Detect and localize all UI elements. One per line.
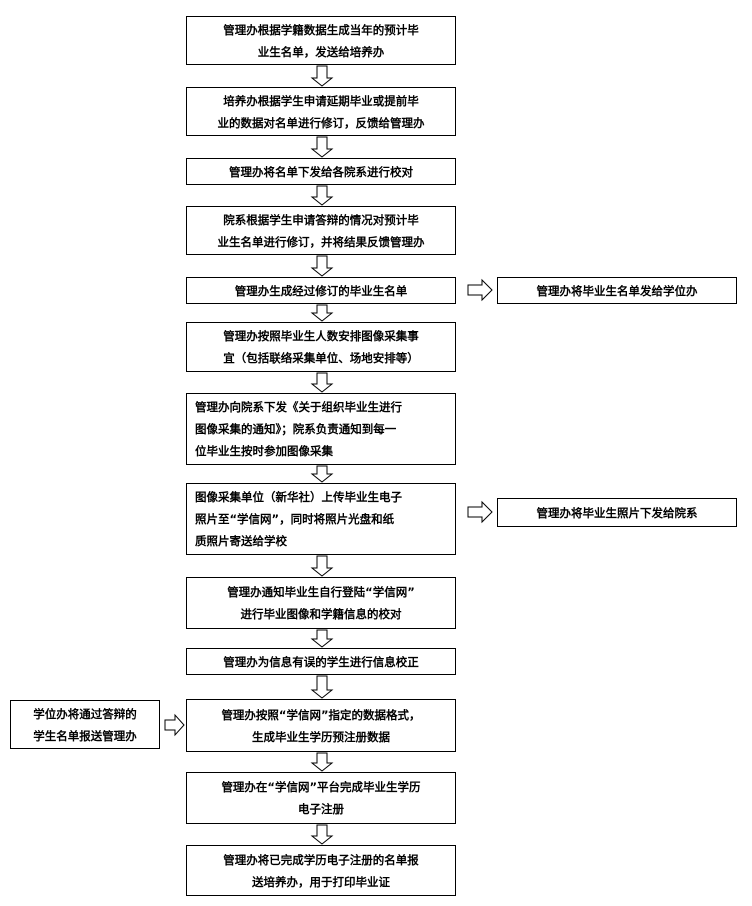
step-6-box: 管理办按照毕业生人数安排图像采集事 宜（包括联络采集单位、场地安排等）: [186, 322, 456, 372]
side-degree-list-box: 学位办将通过答辩的 学生名单报送管理办: [10, 700, 160, 749]
step-7-box: 管理办向院系下发《关于组织毕业生进行 图像采集的通知》；院系负责通知到每一 位毕…: [186, 393, 456, 465]
step-5-box: 管理办生成经过修订的毕业生名单: [186, 277, 456, 304]
step-5-text: 管理办生成经过修订的毕业生名单: [234, 283, 408, 298]
side-degree-office-text: 管理办将毕业生名单发给学位办: [536, 283, 698, 298]
step-2-text: 培养办根据学生申请延期毕业或提前毕 业的数据对名单进行修订，反馈给管理办: [217, 93, 425, 130]
side-degree-list-text: 学位办将通过答辩的 学生名单报送管理办: [33, 706, 137, 743]
step-13-box: 管理办将已完成学历电子注册的名单报 送培养办，用于打印毕业证: [186, 845, 456, 896]
step-8-box: 图像采集单位（新华社）上传毕业生电子 照片至“学信网”，同时将照片光盘和纸 质照…: [186, 483, 456, 555]
step-7-text: 管理办向院系下发《关于组织毕业生进行 图像采集的通知》；院系负责通知到每一 位毕…: [195, 400, 402, 458]
arrow-right-3: [164, 713, 185, 737]
arrow-down-12: [310, 824, 334, 845]
arrow-right-2: [467, 500, 493, 524]
arrow-down-8: [310, 555, 334, 577]
step-11-box: 管理办按照“学信网”指定的数据格式， 生成毕业生学历预注册数据: [186, 699, 456, 752]
step-1-box: 管理办根据学籍数据生成当年的预计毕 业生名单，发送给培养办: [186, 16, 456, 65]
step-3-box: 管理办将名单下发给各院系进行校对: [186, 158, 456, 185]
step-2-box: 培养办根据学生申请延期毕业或提前毕 业的数据对名单进行修订，反馈给管理办: [186, 87, 456, 136]
step-9-box: 管理办通知毕业生自行登陆“学信网” 进行毕业图像和学籍信息的校对: [186, 577, 456, 629]
step-13-text: 管理办将已完成学历电子注册的名单报 送培养办，用于打印毕业证: [223, 852, 419, 889]
arrow-down-10: [310, 675, 334, 699]
arrow-down-7: [310, 465, 334, 483]
step-12-box: 管理办在“学信网”平台完成毕业生学历 电子注册: [186, 772, 456, 824]
side-degree-office-box: 管理办将毕业生名单发给学位办: [497, 277, 737, 304]
arrow-down-2: [310, 136, 334, 158]
step-8-text: 图像采集单位（新华社）上传毕业生电子 照片至“学信网”，同时将照片光盘和纸 质照…: [195, 490, 402, 548]
step-11-text: 管理办按照“学信网”指定的数据格式， 生成毕业生学历预注册数据: [221, 707, 421, 744]
arrow-down-1: [310, 65, 334, 87]
side-photos-box: 管理办将毕业生照片下发给院系: [497, 498, 737, 527]
arrow-down-6: [310, 372, 334, 393]
step-4-box: 院系根据学生申请答辩的情况对预计毕 业生名单进行修订，并将结果反馈管理办: [186, 206, 456, 255]
step-9-text: 管理办通知毕业生自行登陆“学信网” 进行毕业图像和学籍信息的校对: [227, 585, 415, 621]
side-photos-text: 管理办将毕业生照片下发给院系: [536, 505, 698, 520]
step-10-box: 管理办为信息有误的学生进行信息校正: [186, 648, 456, 675]
arrow-down-9: [310, 629, 334, 648]
step-6-text: 管理办按照毕业生人数安排图像采集事 宜（包括联络采集单位、场地安排等）: [223, 329, 419, 365]
step-1-text: 管理办根据学籍数据生成当年的预计毕 业生名单，发送给培养办: [223, 22, 419, 59]
arrow-right-1: [467, 278, 493, 302]
step-12-text: 管理办在“学信网”平台完成毕业生学历 电子注册: [221, 780, 421, 816]
step-10-text: 管理办为信息有误的学生进行信息校正: [223, 654, 419, 669]
step-3-text: 管理办将名单下发给各院系进行校对: [229, 164, 413, 179]
arrow-down-3: [310, 185, 334, 206]
step-4-text: 院系根据学生申请答辩的情况对预计毕 业生名单进行修订，并将结果反馈管理办: [217, 212, 425, 249]
arrow-down-4: [310, 255, 334, 277]
arrow-down-5: [310, 304, 334, 322]
arrow-down-11: [310, 752, 334, 772]
